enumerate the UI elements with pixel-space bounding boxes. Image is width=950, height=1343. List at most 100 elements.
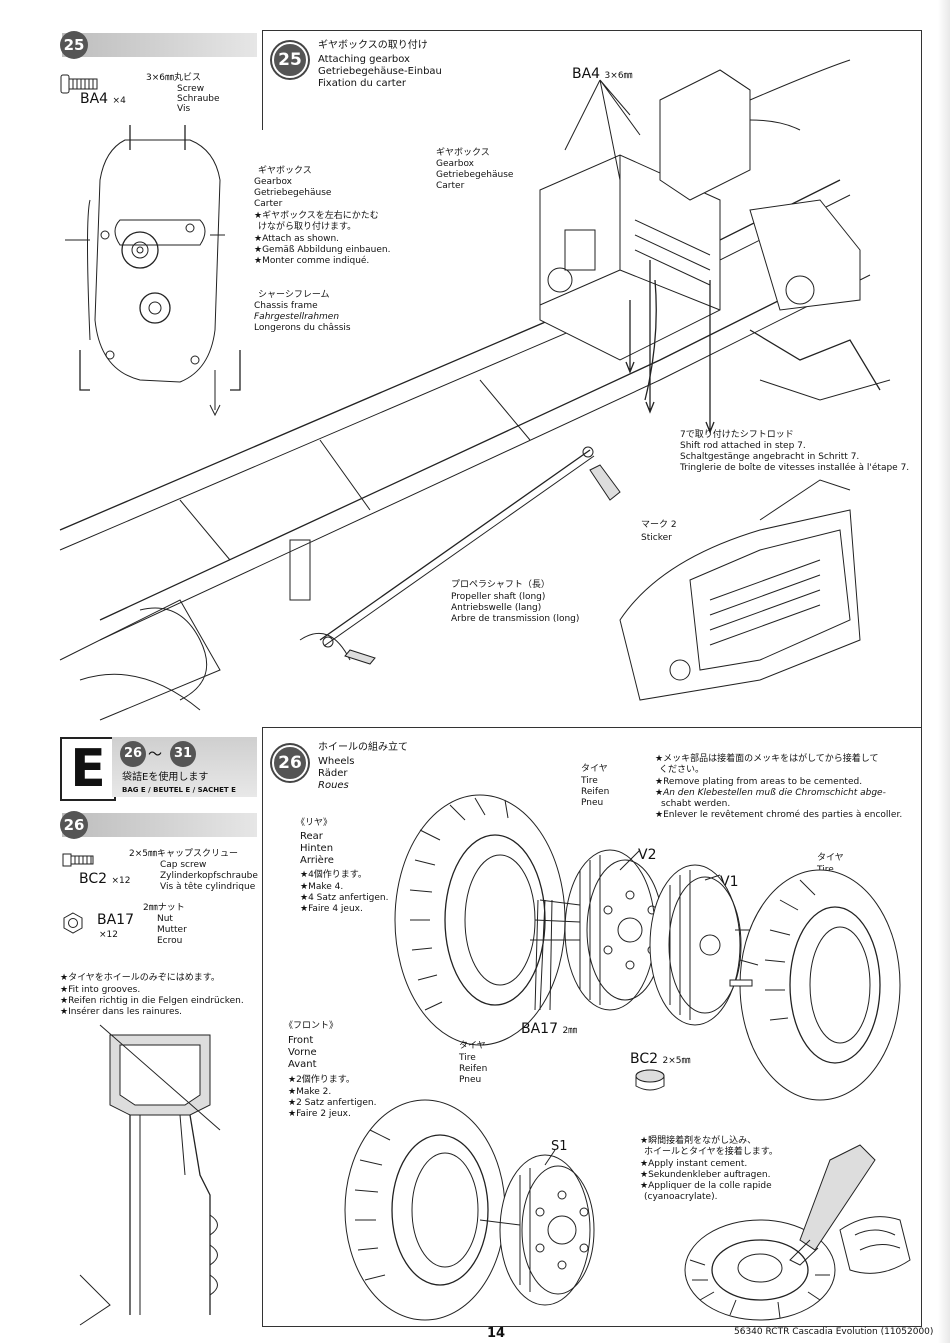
rear-jp: 《リヤ》 — [296, 818, 333, 828]
step25-small-number: 25 — [60, 31, 88, 59]
fit-note-de: ★Reifen richtig in die Felgen eindrücken… — [60, 996, 244, 1006]
front-tire-de: Reifen — [459, 1064, 488, 1074]
divider-middle — [262, 727, 922, 728]
rear-fr: Arrière — [300, 855, 334, 866]
front-note-de: ★2 Satz anfertigen. — [288, 1098, 377, 1108]
fit-note-en: ★Fit into grooves. — [60, 985, 141, 995]
right-border — [921, 30, 922, 728]
rear-tire-jp: タイヤ — [581, 764, 608, 774]
front-tire-fr: Pneu — [459, 1075, 482, 1085]
step25-title-de: Getriebegehäuse-Einbau — [318, 66, 442, 77]
step25-gearbox-jp: ギヤボックス — [436, 148, 490, 158]
right-border-lower — [921, 727, 922, 1327]
shift-rod-jp: 7で取り付けたシフトロッド — [680, 430, 794, 440]
chassis-de: Fahrgestellrahmen — [254, 312, 340, 322]
step25-small-gearbox-jp: ギヤボックス — [258, 166, 312, 176]
shift-rod-de: Schaltgestänge angebracht in Schritt 7. — [680, 452, 860, 462]
rear-note-en: ★Make 4. — [300, 882, 344, 892]
step25-title-en: Attaching gearbox — [318, 54, 410, 65]
cement-jp2: ホイールとタイヤを接着します。 — [644, 1147, 778, 1157]
chassis-gearbox-illustration — [59, 59, 891, 721]
attach-note-de: ★Gemäß Abbildung einbauen. — [254, 245, 391, 255]
divider-step25 — [262, 30, 263, 130]
rear-wheel-illustration — [394, 794, 901, 1101]
footer-model: 56340 RCTR Cascadia Evolution (11052000) — [734, 1327, 933, 1338]
front-note-jp: ★2個作ります。 — [288, 1075, 355, 1085]
page-number: 14 — [487, 1326, 506, 1341]
step26-title-fr: Roues — [318, 780, 349, 791]
step25-small-gearbox-fr: Carter — [254, 199, 283, 209]
bc2-qty: ×12 — [111, 876, 131, 886]
cap-screw-en: Cap screw — [160, 860, 207, 870]
attach-note-jp1: ★ギヤボックスを左右にかたむ — [254, 211, 379, 221]
nut-de: Mutter — [157, 925, 187, 935]
rear-note-de: ★4 Satz anfertigen. — [300, 893, 389, 903]
chassis-en: Chassis frame — [254, 301, 318, 311]
front-jp: 《フロント》 — [284, 1021, 339, 1031]
cap-screw-jp: 2×5㎜キャップスクリュー — [129, 849, 238, 859]
bag-e-jp: 袋詰Eを使用します — [122, 772, 209, 783]
propeller-en: Propeller shaft (long) — [451, 592, 546, 602]
ba17-code: BA17 — [97, 912, 134, 928]
ba4-screw-en: Screw — [177, 84, 205, 94]
step25-ba4-label: BA4 3×6㎜ — [572, 66, 633, 82]
cement-fr2: (cyanoacrylate). — [644, 1192, 718, 1202]
screw-icon — [60, 74, 98, 94]
step25-small-gearbox-en: Gearbox — [254, 177, 292, 187]
step26-title-jp: ホイールの組み立て — [318, 742, 408, 753]
footer-code: (11052000) — [880, 1327, 934, 1337]
cap-screw-fr: Vis à tête cylindrique — [160, 882, 256, 892]
bag-e-sub: BAG E / BEUTEL E / SACHET E — [122, 786, 236, 794]
front-de: Vorne — [288, 1047, 317, 1058]
ba4-screw-de: Schraube — [177, 94, 220, 104]
rear-note-jp: ★4個作ります。 — [300, 870, 367, 880]
rear-tire-fr: Pneu — [581, 798, 604, 808]
step26-main-number: 26 — [272, 745, 308, 781]
fit-note-jp: ★タイヤをホイールのみぞにはめます。 — [60, 973, 220, 983]
front-wheel-illustration — [344, 1099, 595, 1321]
bc2-main-label: BC2 2×5㎜ — [630, 1051, 691, 1067]
ba4-code-text: BA4 — [80, 91, 109, 107]
ba4-qty: ×4 — [112, 96, 126, 106]
propeller-de: Antriebswelle (lang) — [451, 603, 542, 613]
step25-gearbox-fr: Carter — [436, 181, 465, 191]
step26-title-en: Wheels — [318, 756, 355, 767]
divider-step26 — [262, 727, 263, 1327]
bc2-main-size: 2×5㎜ — [662, 1056, 691, 1066]
front-tire-jp: タイヤ — [459, 1041, 486, 1051]
step25-ba4-size: 3×6㎜ — [604, 71, 633, 81]
nut-en: Nut — [157, 914, 173, 924]
propeller-jp: プロペラシャフト（長） — [451, 580, 550, 590]
tire-groove-cross-section — [79, 1024, 221, 1326]
sticker-jp: マーク 2 — [641, 520, 677, 530]
fit-note-fr: ★Insérer dans les rainures. — [60, 1007, 183, 1017]
shift-rod-en: Shift rod attached in step 7. — [680, 441, 806, 451]
plating-en: ★Remove plating from areas to be cemente… — [655, 777, 863, 787]
step26-small-number: 26 — [60, 811, 88, 839]
bottom-border — [262, 1326, 922, 1327]
gearbox-side-illustration — [65, 125, 241, 417]
sticker-en: Sticker — [641, 533, 672, 543]
step25-gearbox-en: Gearbox — [436, 159, 474, 169]
bag-e-from: 26 — [120, 741, 146, 767]
step25-title-fr: Fixation du carter — [318, 78, 406, 89]
bag-e-sep: ～ — [148, 747, 162, 763]
rear-tire2-jp: タイヤ — [817, 853, 844, 863]
plating-jp2: ください。 — [659, 765, 705, 775]
top-border — [262, 30, 922, 31]
rear-en: Rear — [300, 831, 323, 842]
step25-main-number: 25 — [272, 42, 308, 78]
step25-ba4-code: BA4 — [572, 66, 601, 82]
chassis-fr: Longerons du châssis — [254, 323, 351, 333]
rear-tire-en: Tire — [581, 776, 598, 786]
plating-de2: schabt werden. — [661, 799, 731, 809]
cement-application-illustration — [684, 1144, 911, 1321]
screw-pile-icon — [635, 1069, 665, 1091]
footer-model-name: 56340 RCTR Cascadia Evolution — [734, 1327, 878, 1337]
rear-note-fr: ★Faire 4 jeux. — [300, 904, 363, 914]
step25-small-gearbox-de: Getriebegehäuse — [254, 188, 332, 198]
cap-screw-icon — [62, 853, 94, 867]
page-edge-shadow — [938, 0, 950, 1343]
front-tire-en: Tire — [459, 1053, 476, 1063]
ba4-screw-jp: 3×6㎜丸ビス — [146, 73, 201, 83]
